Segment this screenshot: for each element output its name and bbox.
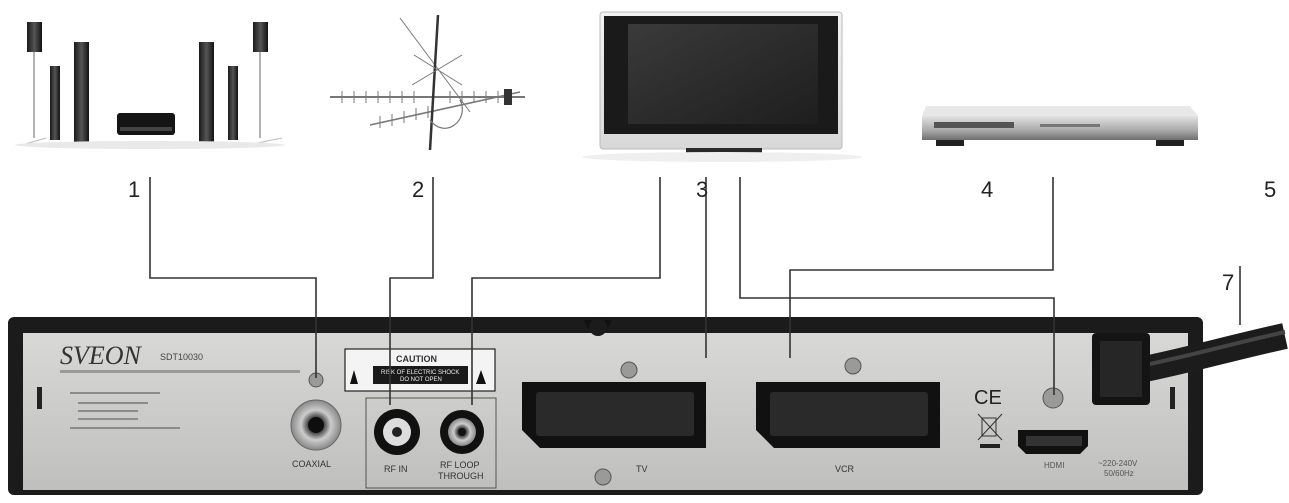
ce-mark: CE bbox=[974, 387, 1002, 409]
power-rating-line-2: 50/60Hz bbox=[1104, 469, 1134, 478]
callout-5: 5 bbox=[1264, 177, 1276, 202]
callout-1: 1 bbox=[128, 177, 140, 202]
shock-warning-icon bbox=[350, 370, 358, 384]
antenna-illustration bbox=[330, 14, 525, 151]
callout-2: 2 bbox=[412, 177, 424, 202]
power-cord bbox=[1092, 323, 1288, 405]
rf-in-label: RF IN bbox=[384, 464, 408, 474]
home-theater-speakers bbox=[15, 22, 285, 149]
vcr-scart-label: VCR bbox=[835, 464, 855, 474]
caution-line-1: RISK OF ELECTRIC SHOCK bbox=[381, 370, 459, 376]
wire-4-dvd-vcr-scart bbox=[789, 177, 1054, 358]
caution-line-2: DO NOT OPEN bbox=[400, 377, 442, 383]
hdmi-label: HDMI bbox=[1044, 461, 1064, 470]
connection-wires bbox=[149, 177, 1241, 405]
wire-1-speakers-coaxial bbox=[149, 177, 317, 378]
dvd-player-illustration bbox=[922, 106, 1198, 146]
power-rating-line-1: ~220-240V bbox=[1098, 459, 1138, 468]
callout-4: 4 bbox=[981, 177, 993, 202]
brand-logo: SVEON bbox=[60, 341, 143, 370]
recycle-bin-icon bbox=[977, 413, 1003, 448]
receiver-rear-panel: SVEON SDT10030 CAUTION RISK OF ELECTRIC … bbox=[8, 317, 1288, 495]
exclamation-warning-icon bbox=[476, 370, 486, 384]
rf-loop-label-2: THROUGH bbox=[438, 471, 484, 481]
callout-7: 7 bbox=[1222, 270, 1234, 295]
callout-3: 3 bbox=[696, 177, 708, 202]
coaxial-label: COAXIAL bbox=[292, 459, 331, 469]
television-illustration bbox=[582, 11, 862, 162]
rf-loop-label-1: RF LOOP bbox=[440, 460, 480, 470]
wire-3-tv-rf-loop bbox=[471, 177, 661, 405]
tv-scart-label: TV bbox=[636, 464, 648, 474]
model-number: SDT10030 bbox=[160, 352, 203, 362]
wire-2-antenna-rf-in bbox=[389, 177, 434, 405]
caution-title: CAUTION bbox=[396, 354, 437, 364]
wire-tv-hdmi bbox=[739, 177, 1055, 395]
